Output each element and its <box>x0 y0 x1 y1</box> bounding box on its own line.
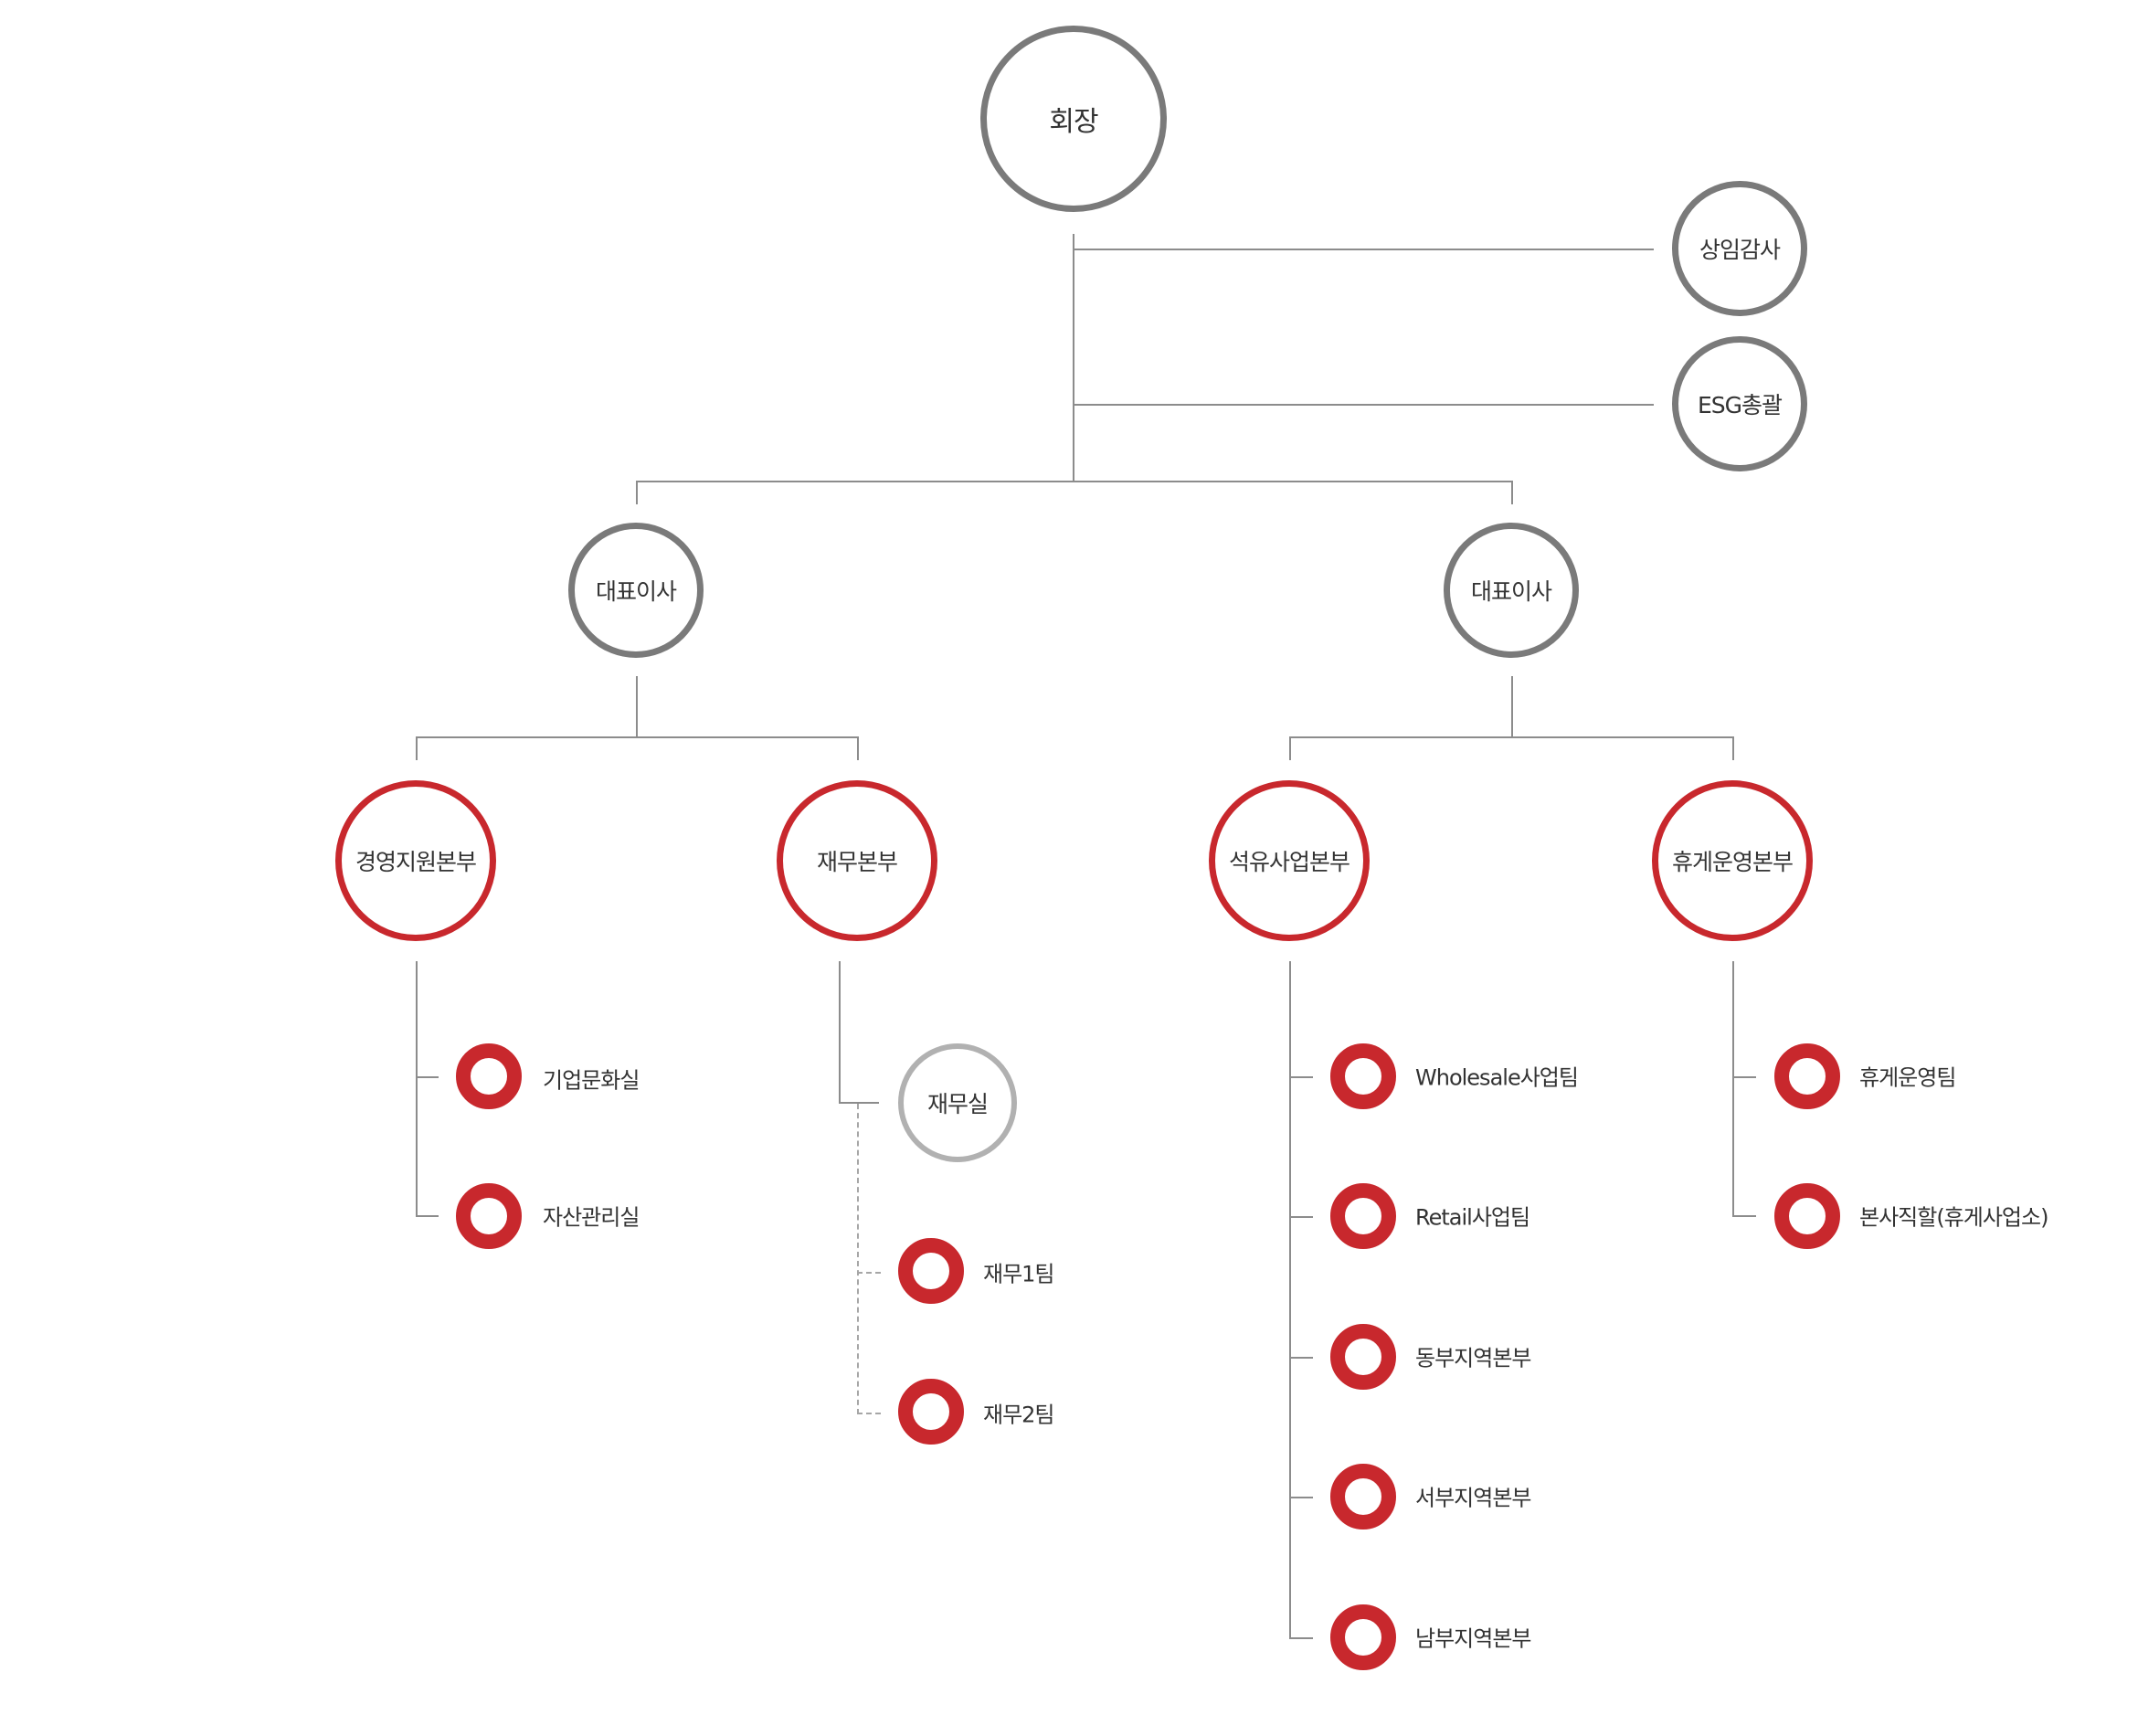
finance-team-2-marker[interactable] <box>898 1379 964 1445</box>
rest-sub-stem <box>1732 961 1734 1217</box>
mgmt-tick-2 <box>416 1215 439 1217</box>
div-rest-label: 휴게운영본부 <box>1671 849 1794 875</box>
mgmt-tick-1 <box>416 1076 439 1078</box>
rest-unit-2-marker[interactable] <box>1774 1183 1840 1249</box>
petro-tick-1 <box>1289 1076 1313 1078</box>
petroleum-unit-4-marker[interactable] <box>1330 1464 1396 1530</box>
chairman-label: 회장 <box>1049 106 1098 138</box>
petroleum-unit-5-label: 남부지역본부 <box>1415 1625 1531 1652</box>
management-unit-1-label: 기업문화실 <box>543 1067 640 1094</box>
petro-tick-2 <box>1289 1216 1313 1218</box>
finance-dashed-stem <box>857 1104 859 1414</box>
petroleum-drop <box>1289 736 1291 760</box>
trunk-line <box>1073 234 1074 482</box>
petro-tick-3 <box>1289 1357 1313 1359</box>
div-management-label: 경영지원본부 <box>355 849 477 875</box>
esg-label: ESG총괄 <box>1697 392 1783 418</box>
rest-tick-1 <box>1732 1076 1756 1078</box>
rest-unit-1-label: 휴게운영팀 <box>1859 1064 1956 1091</box>
rest-tick-2 <box>1732 1215 1756 1217</box>
management-unit-2-label: 자산관리실 <box>543 1204 640 1231</box>
ceo-left-node[interactable]: 대표이사 <box>568 523 704 658</box>
petroleum-unit-5-marker[interactable] <box>1330 1604 1396 1670</box>
petroleum-unit-3-marker[interactable] <box>1330 1324 1396 1390</box>
petroleum-sub-stem <box>1289 961 1291 1639</box>
audit-node[interactable]: 상임감사 <box>1672 181 1807 316</box>
management-unit-1-marker[interactable] <box>456 1043 522 1109</box>
finance-team2-tick <box>857 1413 881 1414</box>
ceo-right-label: 대표이사 <box>1470 578 1552 605</box>
ceo-left-drop <box>636 481 638 504</box>
petroleum-unit-3-label: 동부지역본부 <box>1415 1345 1531 1371</box>
ceo-left-stem <box>636 676 638 738</box>
mgmt-sub-stem <box>416 961 418 1217</box>
petroleum-unit-2-marker[interactable] <box>1330 1183 1396 1249</box>
finance-office-tick <box>839 1102 879 1104</box>
petroleum-unit-1-marker[interactable] <box>1330 1043 1396 1109</box>
finance-team-1-marker[interactable] <box>898 1238 964 1304</box>
rest-unit-2-label: 본사직할(휴게사업소) <box>1859 1204 2048 1231</box>
ceo-right-node[interactable]: 대표이사 <box>1444 523 1579 658</box>
finance-drop <box>857 736 859 760</box>
div-petroleum-node[interactable]: 석유사업본부 <box>1209 780 1370 941</box>
finance-sub-stem <box>839 961 841 1104</box>
div-finance-label: 재무본부 <box>816 849 898 875</box>
esg-node[interactable]: ESG총괄 <box>1672 336 1807 471</box>
petro-tick-4 <box>1289 1497 1313 1498</box>
finance-office-node[interactable]: 재무실 <box>898 1043 1017 1162</box>
rest-drop <box>1732 736 1734 760</box>
ceo-right-stem <box>1511 676 1513 738</box>
mgmt-drop <box>416 736 418 760</box>
ceo-right-drop <box>1511 481 1513 504</box>
finance-team-2-label: 재무2팀 <box>983 1402 1055 1428</box>
esg-connector <box>1073 404 1654 406</box>
audit-label: 상임감사 <box>1699 237 1781 263</box>
ceo-branch-line <box>636 481 1513 482</box>
right-div-branch <box>1289 736 1734 738</box>
petroleum-unit-1-label: Wholesale사업팀 <box>1415 1064 1579 1091</box>
finance-team1-tick <box>857 1272 881 1274</box>
petroleum-unit-4-label: 서부지역본부 <box>1415 1485 1531 1511</box>
finance-team-1-label: 재무1팀 <box>983 1261 1055 1287</box>
ceo-left-label: 대표이사 <box>595 578 677 605</box>
div-management-node[interactable]: 경영지원본부 <box>335 780 496 941</box>
div-finance-node[interactable]: 재무본부 <box>777 780 937 941</box>
petroleum-unit-2-label: Retail사업팀 <box>1415 1204 1530 1231</box>
div-rest-node[interactable]: 휴게운영본부 <box>1652 780 1813 941</box>
chairman-node[interactable]: 회장 <box>980 26 1167 212</box>
audit-connector <box>1073 249 1654 250</box>
left-div-branch <box>416 736 859 738</box>
finance-office-label: 재무실 <box>926 1091 989 1117</box>
petro-tick-5 <box>1289 1637 1313 1639</box>
rest-unit-1-marker[interactable] <box>1774 1043 1840 1109</box>
div-petroleum-label: 석유사업본부 <box>1228 849 1350 875</box>
management-unit-2-marker[interactable] <box>456 1183 522 1249</box>
